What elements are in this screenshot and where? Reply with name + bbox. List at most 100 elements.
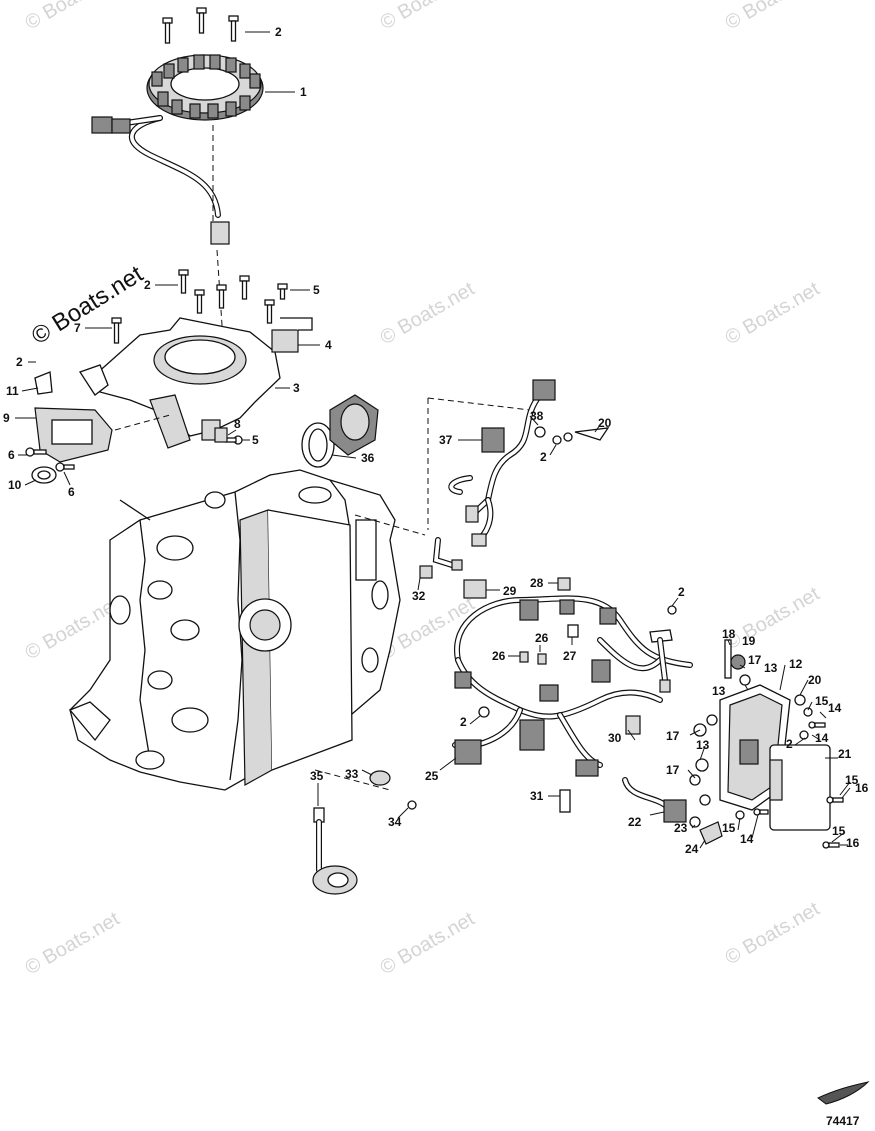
bolt [277,283,288,300]
watermark: © Boats.net [722,583,824,655]
callout-26: 26 [492,649,506,663]
bolt [239,275,250,300]
callout-5: 5 [313,283,320,297]
watermark: © Boats.net [722,898,824,970]
screw [753,808,769,816]
watermark: © Boats.net [22,593,124,665]
callout-5: 5 [252,433,259,447]
cap [699,821,723,845]
callout-22: 22 [628,815,642,829]
callout-16: 16 [855,781,869,795]
callout-labels: 2 1 2 5 7 4 2 3 11 9 8 5 6 36 10 6 38 20… [3,25,869,856]
callout-33: 33 [345,767,359,781]
sensor [369,770,391,786]
figure-mark: 74417 [817,1081,870,1128]
callout-29: 29 [503,584,517,598]
watermark: © Boats.net [22,0,124,34]
callout-12: 12 [789,657,803,671]
callout-28: 28 [530,576,544,590]
bolt [264,299,275,324]
clip [34,371,53,395]
watermark: © Boats.net [22,908,124,980]
callout-2: 2 [275,25,282,39]
brand-logo-icon [817,1081,870,1105]
callout-6: 6 [8,448,15,462]
callout-13: 13 [712,684,726,698]
callout-35: 35 [310,769,324,783]
callout-32: 32 [412,589,426,603]
bolt [228,15,239,42]
callout-16: 16 [846,836,860,850]
callout-25: 25 [425,769,439,783]
callout-23: 23 [674,821,688,835]
callout-2: 2 [16,355,23,369]
screw [25,447,47,457]
callout-15: 15 [845,773,859,787]
callout-15: 15 [815,694,829,708]
sensor [663,799,687,823]
watermark: © Boats.net [722,0,824,34]
callout-13: 13 [764,661,778,675]
screw [225,435,243,445]
screw [822,841,840,849]
module-assembly [689,639,844,849]
callout-1: 1 [300,85,307,99]
bolt [194,289,205,314]
callout-21: 21 [838,747,852,761]
callout-15: 15 [832,824,846,838]
callout-14: 14 [815,731,829,745]
leader-lines [15,31,851,849]
sensor-bracket [25,371,243,484]
lower-sensor [312,770,417,895]
callout-31: 31 [530,789,544,803]
mounting-bracket [79,269,313,449]
bolt [196,7,207,34]
screw [55,462,75,472]
watermark-main: © Boats.net [27,260,148,350]
watermark: © Boats.net [722,278,824,350]
callout-9: 9 [3,411,10,425]
callout-2: 2 [460,715,467,729]
callout-37: 37 [439,433,453,447]
callout-2: 2 [540,450,547,464]
callout-14: 14 [740,832,754,846]
cable-tie [574,427,610,441]
callout-15: 15 [722,821,736,835]
bolt [162,17,173,44]
relay [481,427,505,453]
callout-13: 13 [696,738,710,752]
relay [463,579,487,599]
callout-19: 19 [742,634,756,648]
callout-2: 2 [786,737,793,751]
callout-36: 36 [361,451,375,465]
sensor [625,715,641,735]
callout-20: 20 [808,673,822,687]
callout-4: 4 [325,338,332,352]
rectifier [271,329,299,353]
callout-11: 11 [6,384,19,398]
callout-10: 10 [8,478,22,492]
bracket [724,639,732,679]
callout-17: 17 [666,763,680,777]
flywheel-ring [301,394,379,468]
sensor [419,565,433,579]
sensor-connector [454,739,482,765]
callout-2: 2 [678,585,685,599]
label-plate [355,519,377,581]
bolt [178,269,189,294]
callout-20: 20 [598,416,612,430]
figure-number: 74417 [826,1114,860,1128]
callout-18: 18 [722,627,736,641]
stator-assembly [91,7,264,356]
callout-27: 27 [563,649,577,663]
callout-14: 14 [828,701,842,715]
watermark: © Boats.net [377,278,479,350]
bolt [111,317,122,344]
main-harness [452,577,723,845]
callout-2: 2 [144,278,151,292]
callout-24: 24 [685,842,699,856]
callout-34: 34 [388,815,402,829]
bolt [216,284,227,309]
callout-8: 8 [234,417,241,431]
upper-harness [419,379,610,579]
